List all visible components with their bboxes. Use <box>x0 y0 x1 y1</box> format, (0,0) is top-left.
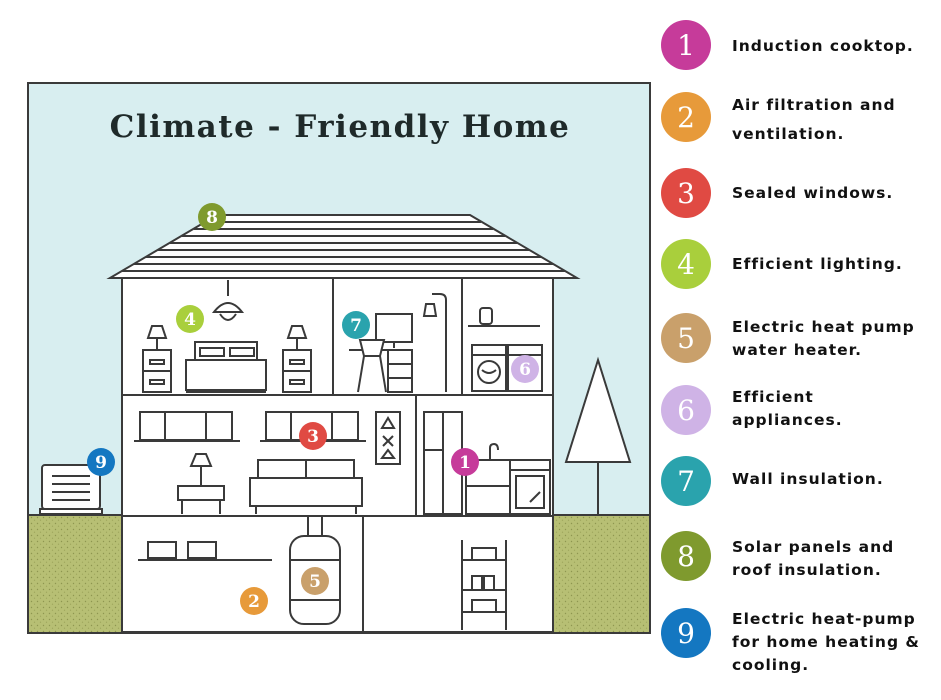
svg-text:roof insulation.: roof insulation. <box>732 561 882 579</box>
legend-item-9: 9 Electric heat-pump for home heating & … <box>661 608 920 674</box>
svg-text:Air filtration and: Air filtration and <box>732 96 896 114</box>
svg-text:4: 4 <box>184 310 196 330</box>
svg-text:3: 3 <box>677 177 695 210</box>
svg-text:Induction cooktop.: Induction cooktop. <box>732 37 914 55</box>
svg-text:Electric heat pump: Electric heat pump <box>732 318 915 336</box>
page-title: Climate - Friendly Home <box>110 109 571 145</box>
svg-text:7: 7 <box>350 316 362 336</box>
svg-text:Electric heat-pump: Electric heat-pump <box>732 610 916 628</box>
svg-text:ventilation.: ventilation. <box>732 125 844 143</box>
office <box>349 293 447 393</box>
ground-left <box>29 515 122 632</box>
svg-text:7: 7 <box>677 465 695 498</box>
svg-text:2: 2 <box>248 592 260 612</box>
marker-7: 7 <box>342 311 370 339</box>
svg-text:appliances.: appliances. <box>732 411 843 429</box>
svg-text:Sealed windows.: Sealed windows. <box>732 184 893 202</box>
svg-text:5: 5 <box>677 322 695 355</box>
svg-text:8: 8 <box>206 208 218 228</box>
basement <box>138 515 507 630</box>
svg-text:cooling.: cooling. <box>732 656 809 674</box>
marker-1: 1 <box>451 448 479 476</box>
marker-9: 9 <box>87 448 115 476</box>
svg-text:6: 6 <box>677 394 695 427</box>
svg-text:6: 6 <box>519 360 531 380</box>
legend-item-6: 6 Efficient appliances. <box>661 385 843 435</box>
svg-text:for home heating &: for home heating & <box>732 633 920 651</box>
marker-8: 8 <box>198 203 226 231</box>
legend: 1 Induction cooktop. 2 Air filtration an… <box>661 20 920 674</box>
legend-item-5: 5 Electric heat pump water heater. <box>661 313 915 363</box>
svg-text:3: 3 <box>307 427 319 447</box>
svg-text:5: 5 <box>309 572 321 592</box>
marker-6: 6 <box>511 355 539 383</box>
tree <box>564 356 632 515</box>
svg-text:1: 1 <box>459 453 471 473</box>
marker-3: 3 <box>299 422 327 450</box>
svg-text:Solar panels and: Solar panels and <box>732 538 894 556</box>
legend-item-1: 1 Induction cooktop. <box>661 20 914 70</box>
marker-4: 4 <box>176 305 204 333</box>
svg-text:Wall insulation.: Wall insulation. <box>732 470 884 488</box>
heat-pump-unit <box>39 464 103 515</box>
svg-text:water heater.: water heater. <box>732 341 862 359</box>
kitchen <box>423 411 551 515</box>
legend-item-8: 8 Solar panels and roof insulation. <box>661 531 894 581</box>
legend-item-7: 7 Wall insulation. <box>661 456 884 506</box>
svg-text:4: 4 <box>677 248 695 281</box>
svg-text:9: 9 <box>677 617 695 650</box>
marker-2: 2 <box>240 587 268 615</box>
svg-text:8: 8 <box>677 540 695 573</box>
bedroom <box>142 280 312 393</box>
svg-text:2: 2 <box>677 101 695 134</box>
legend-item-2: 2 Air filtration and ventilation. <box>661 92 896 143</box>
svg-text:9: 9 <box>95 453 107 473</box>
svg-text:Efficient: Efficient <box>732 388 814 406</box>
legend-item-3: 3 Sealed windows. <box>661 168 893 218</box>
legend-item-4: 4 Efficient lighting. <box>661 239 903 289</box>
living-room <box>134 411 401 514</box>
svg-text:Efficient lighting.: Efficient lighting. <box>732 255 903 273</box>
svg-text:1: 1 <box>677 29 695 62</box>
roof <box>106 214 581 279</box>
marker-5: 5 <box>301 567 329 595</box>
ground-right <box>553 515 649 632</box>
